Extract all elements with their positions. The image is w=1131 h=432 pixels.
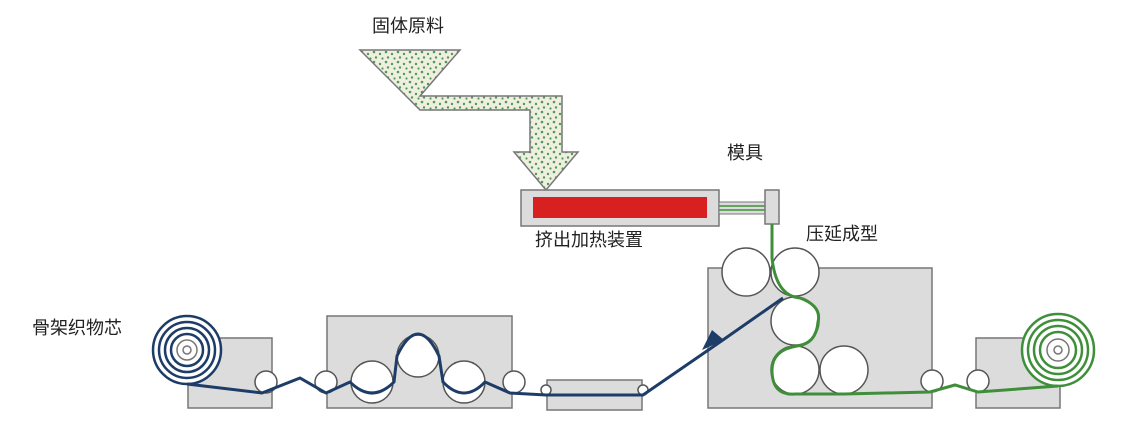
product-roll (1020, 312, 1096, 388)
guide-roller (502, 370, 526, 394)
dryer-cylinder (350, 360, 394, 404)
label-fabric-core: 骨架织物芯 (32, 318, 122, 339)
hopper-chute (358, 49, 580, 192)
label-die: 模具 (727, 143, 763, 164)
heater-element (533, 197, 707, 218)
calender-roll (721, 247, 771, 297)
rubber-path (770, 224, 1059, 396)
dryer-cylinder (396, 334, 440, 378)
die (764, 189, 780, 225)
calender-roll (770, 247, 820, 297)
fabric-direction-arrow (702, 330, 724, 350)
label-extrusion-heater: 挤出加热装置 (535, 230, 643, 251)
label-raw-material: 固体原料 (372, 16, 444, 37)
dryer-cylinder (442, 360, 486, 404)
label-calendering: 压延成型 (806, 224, 878, 245)
calender-roll (819, 345, 869, 395)
fabric-core-roll (151, 314, 223, 386)
extruder-die-connector (718, 201, 766, 215)
fabric-path (186, 296, 784, 397)
